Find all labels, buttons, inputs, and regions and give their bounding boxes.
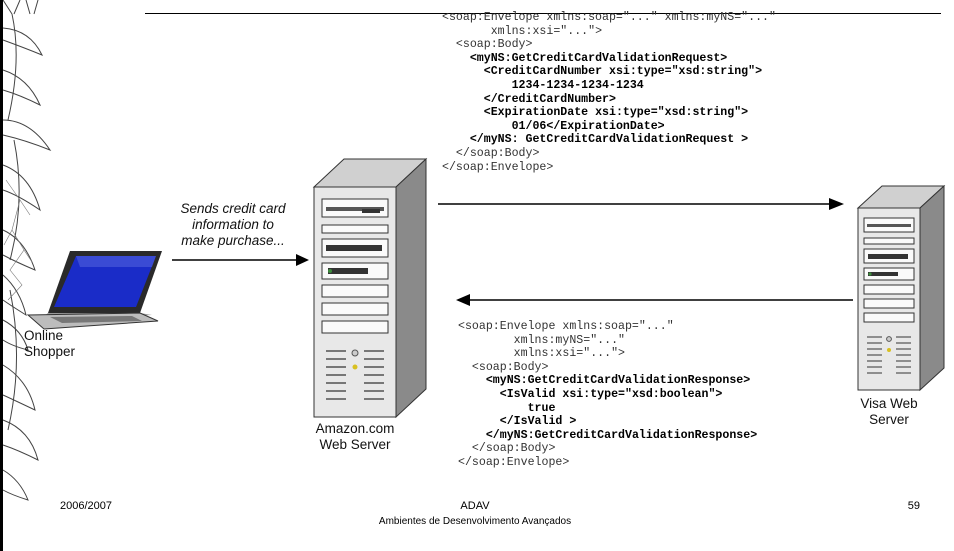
label-line: Web Server: [319, 437, 391, 452]
label-line: Amazon.com: [315, 421, 395, 436]
label-line: Visa Web: [860, 396, 918, 411]
label-line: Server: [869, 412, 909, 427]
footer-course-code: ADAV: [460, 500, 490, 512]
laptop-screen: [54, 256, 156, 307]
code-line: <ExpirationDate xsi:type="xsd:string">: [483, 106, 749, 120]
laptop-icon: [26, 251, 162, 330]
sends-credit-card-caption: Sends credit card information to make pu…: [168, 201, 298, 249]
code-line: <soap:Body>: [455, 38, 533, 52]
code-line: 01/06</ExpirationDate>: [511, 119, 665, 133]
code-line: </myNS: GetCreditCardValidationRequest >: [469, 133, 749, 147]
arrow-visa-to-amazon: [456, 294, 853, 306]
code-line: </soap:Envelope>: [442, 160, 554, 174]
code-line: </IsValid >: [499, 415, 577, 429]
caption-line: make purchase...: [181, 233, 285, 248]
online-shopper-label: Online Shopper: [24, 328, 88, 360]
visa-server-label: Visa Web Server: [844, 396, 934, 428]
code-line: </myNS:GetCreditCardValidationResponse>: [485, 428, 758, 442]
code-line: </CreditCardNumber>: [483, 92, 616, 106]
visa-server-icon: [856, 184, 946, 392]
left-border: [0, 0, 3, 551]
arrow-amazon-to-visa: [438, 198, 844, 210]
code-line: <myNS:GetCreditCardValidationRequest>: [469, 51, 728, 65]
arrow-shopper-to-amazon: [172, 254, 309, 266]
caption-line: information to: [192, 217, 274, 232]
footer-page-number: 59: [907, 500, 920, 512]
code-line: xmlns:xsi="...">: [513, 347, 625, 361]
code-line: xmlns:xsi="...">: [490, 24, 603, 38]
code-line: <myNS:GetCreditCardValidationResponse>: [485, 374, 751, 388]
caption-line: Sends credit card: [180, 201, 286, 216]
code-line: <CreditCardNumber xsi:type="xsd:string">: [483, 65, 763, 79]
code-line: <soap:Body>: [471, 360, 549, 374]
code-line: 1234-1234-1234-1234: [511, 78, 644, 92]
code-line: </soap:Body>: [455, 146, 540, 160]
code-line: <IsValid xsi:type="xsd:boolean">: [499, 387, 723, 401]
title-rule: [145, 13, 941, 14]
soap-response-message: <soap:Envelope xmlns:soap="..." xmlns:my…: [458, 320, 757, 470]
leaf-decoration: [2, 0, 52, 501]
code-line: true: [527, 401, 556, 415]
footer-year: 2006/2007: [60, 500, 112, 512]
code-line: <soap:Envelope xmlns:soap="...": [458, 320, 674, 333]
code-line: xmlns:myNS="...": [513, 333, 625, 347]
soap-request-message: <soap:Envelope xmlns:soap="..." xmlns:my…: [442, 11, 776, 174]
code-line: <soap:Envelope xmlns:soap="..." xmlns:my…: [442, 11, 776, 24]
footer-course-name: Ambientes de Desenvolvimento Avançados: [378, 516, 572, 527]
code-line: </soap:Body>: [471, 442, 556, 456]
amazon-server-icon: [312, 157, 428, 419]
label-line: Shopper: [24, 344, 76, 359]
code-line: </soap:Envelope>: [458, 455, 570, 469]
label-line: Online: [24, 328, 64, 343]
amazon-server-label: Amazon.com Web Server: [305, 421, 405, 453]
